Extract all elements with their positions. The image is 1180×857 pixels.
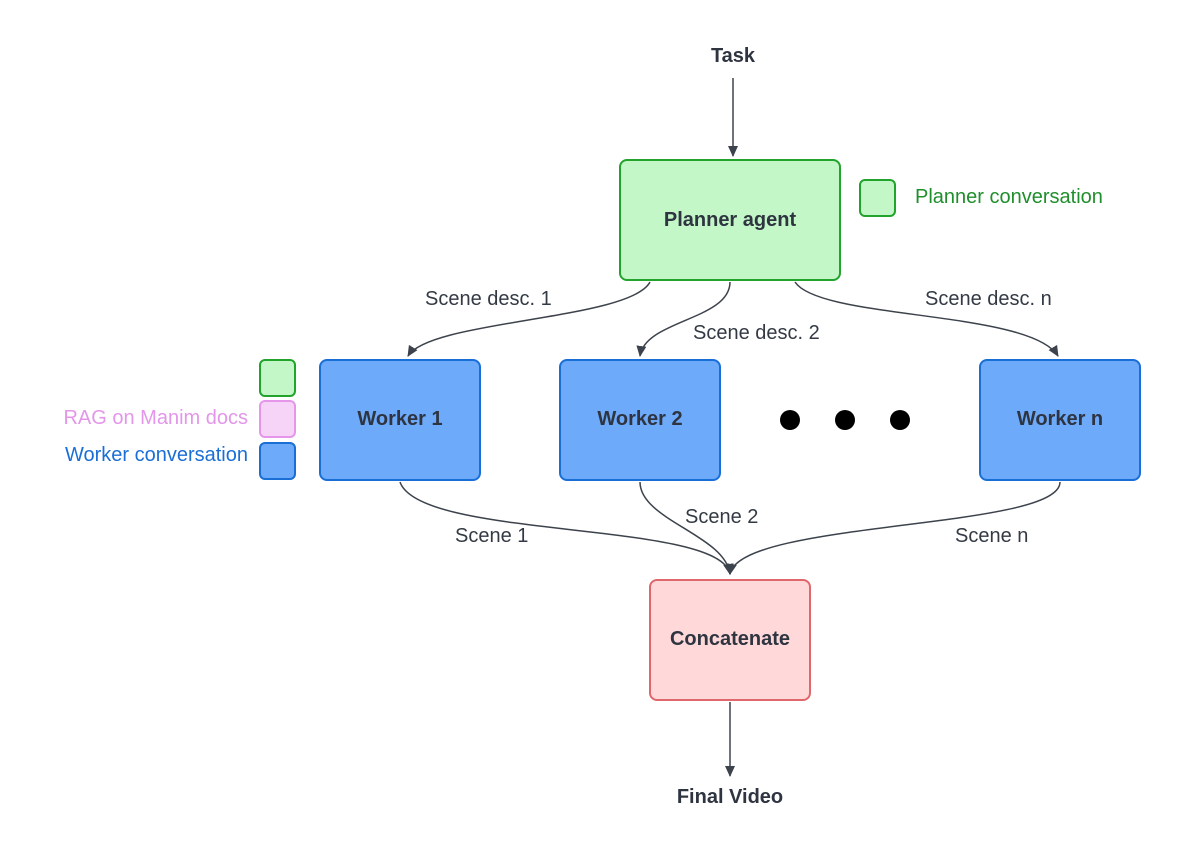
legend-worker-planner-swatch: [259, 359, 296, 397]
planner-agent-label: Planner agent: [664, 209, 797, 231]
scene-desc-1-label: Scene desc. 1: [425, 288, 552, 310]
worker-1-box: [319, 359, 481, 481]
ellipsis-dot-3: [890, 410, 910, 430]
final-video-label: Final Video: [677, 786, 783, 808]
concatenate-box: [649, 579, 811, 701]
worker2-to-concat-edge: [639, 481, 734, 575]
scene-2-label: Scene 2: [685, 506, 758, 528]
legend-rag-label: RAG on Manim docs: [63, 407, 248, 429]
planner-agent-box: [619, 159, 841, 281]
scene-desc-n-label: Scene desc. n: [925, 288, 1052, 310]
worker-2-label: Worker 2: [597, 408, 682, 430]
legend-rag-swatch: [259, 400, 296, 438]
worker-n-box: [979, 359, 1141, 481]
worker-n-label: Worker n: [1017, 408, 1103, 430]
legend-planner-swatch: [859, 179, 896, 217]
planner-to-workern-edge: [794, 281, 1059, 357]
workern-to-concat-edge: [726, 481, 1061, 575]
ellipsis-dot-2: [835, 410, 855, 430]
scene-n-label: Scene n: [955, 525, 1028, 547]
concatenate-label: Concatenate: [670, 628, 790, 650]
legend-worker-label: Worker conversation: [65, 444, 248, 466]
worker1-to-concat-edge: [399, 481, 734, 575]
task-label: Task: [711, 45, 756, 67]
scene-1-label: Scene 1: [455, 525, 528, 547]
worker-1-label: Worker 1: [357, 408, 442, 430]
planner-to-worker1-edge: [407, 281, 651, 357]
planner-to-worker2-edge: [636, 281, 731, 357]
ellipsis-dot-1: [780, 410, 800, 430]
legend-worker-swatch: [259, 442, 296, 480]
scene-desc-2-label: Scene desc. 2: [693, 322, 820, 344]
worker-2-box: [559, 359, 721, 481]
legend-planner-label: Planner conversation: [915, 186, 1103, 208]
